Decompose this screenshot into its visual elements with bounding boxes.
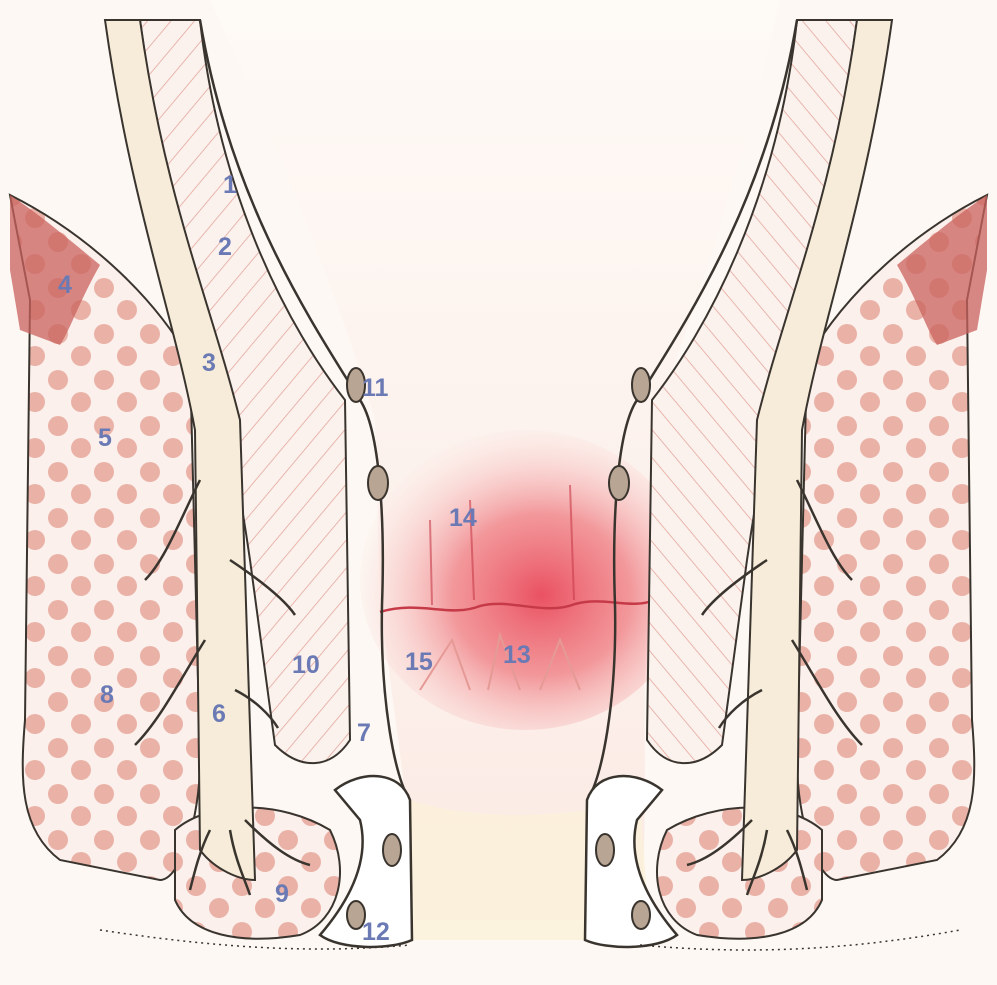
label-9: 9 <box>275 880 289 908</box>
label-6: 6 <box>212 700 226 728</box>
label-5: 5 <box>98 424 112 452</box>
label-14: 14 <box>449 504 477 532</box>
label-1: 1 <box>223 171 237 199</box>
right-vessel-1 <box>632 368 650 402</box>
label-7: 7 <box>357 719 371 747</box>
anal-canal-mucosa <box>360 430 690 730</box>
label-2: 2 <box>218 233 232 261</box>
right-vessel-3 <box>596 834 614 866</box>
label-11: 11 <box>362 374 389 402</box>
label-12: 12 <box>362 918 390 946</box>
label-13: 13 <box>503 641 531 669</box>
label-3: 3 <box>202 349 216 377</box>
label-15: 15 <box>405 648 433 676</box>
label-8: 8 <box>100 681 114 709</box>
right-vessel-2 <box>609 466 629 500</box>
right-vessel-4 <box>632 901 650 929</box>
label-10: 10 <box>292 651 320 679</box>
left-vessel-3 <box>383 834 401 866</box>
label-4: 4 <box>58 271 72 299</box>
left-vessel-2 <box>368 466 388 500</box>
